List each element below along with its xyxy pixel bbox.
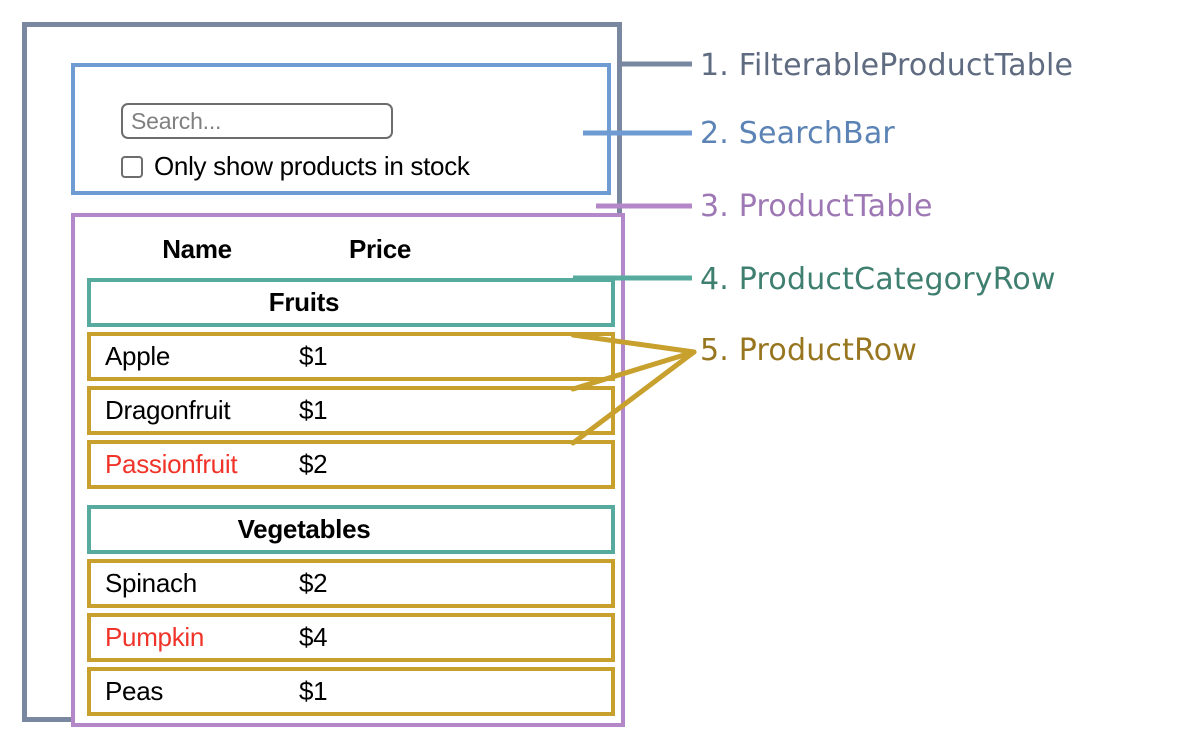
callout-label-filterable-product-table: 1. FilterableProductTable [700,48,1073,83]
product-name: Peas [105,676,164,706]
column-header-price: Price [348,233,412,264]
callout-index: 5. [700,333,730,368]
callout-text: SearchBar [738,116,895,151]
product-price: $1 [299,395,328,425]
product-price: $1 [299,341,328,371]
checkbox-icon[interactable] [121,155,143,178]
product-price: $1 [299,676,328,706]
product-name: Apple [105,341,170,371]
product-row: Peas $1 [87,667,615,716]
search-input-placeholder: Search... [131,107,222,134]
product-category-row: Fruits [87,278,615,327]
filterable-product-table-box: Search... Only show products in stock Na… [22,22,625,727]
product-price: $2 [299,449,328,479]
product-price: $2 [299,568,328,598]
product-category-label: Fruits [268,287,340,317]
search-input[interactable]: Search... [121,103,393,139]
callout-index: 2. [700,116,730,151]
callout-text: FilterableProductTable [738,48,1074,83]
product-table-header: Name Price [89,229,615,269]
product-name: Spinach [105,568,197,598]
callout-label-search-bar: 2. SearchBar [700,116,895,151]
product-category-label: Vegetables [237,514,371,544]
product-name: Passionfruit [105,449,238,479]
product-row: Pumpkin $4 [87,613,615,662]
callout-text: ProductCategoryRow [738,262,1056,297]
product-table-rows: Fruits Apple $1 Dragonfruit $1 Passionfr… [87,278,615,721]
product-row: Spinach $2 [87,559,615,608]
product-name: Pumpkin [105,622,205,652]
in-stock-filter[interactable]: Only show products in stock [121,151,470,182]
product-table-box: Name Price Fruits Apple $1 Dragonfruit $… [71,213,625,727]
product-category-row: Vegetables [87,505,615,554]
callout-label-product-row: 5. ProductRow [700,333,917,368]
callout-index: 3. [700,189,730,224]
callout-text: ProductTable [738,189,933,224]
callout-index: 1. [700,48,730,83]
product-price: $4 [299,622,328,652]
callout-index: 4. [700,262,730,297]
callout-label-product-table: 3. ProductTable [700,189,933,224]
search-bar-box: Search... Only show products in stock [71,63,611,195]
callout-text: ProductRow [738,333,918,368]
callout-label-product-category-row: 4. ProductCategoryRow [700,262,1056,297]
product-row: Apple $1 [87,332,615,381]
product-name: Dragonfruit [105,395,231,425]
product-row: Dragonfruit $1 [87,386,615,435]
product-row: Passionfruit $2 [87,440,615,489]
column-header-name: Name [162,233,232,264]
in-stock-filter-label: Only show products in stock [154,151,470,181]
